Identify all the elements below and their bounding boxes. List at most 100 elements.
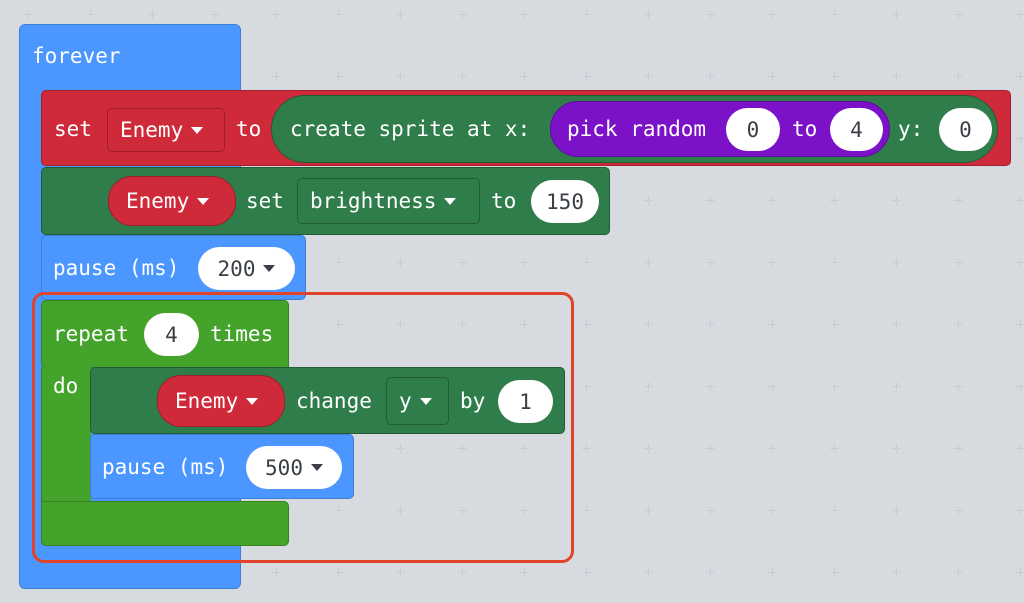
grid-plus-mark <box>272 10 281 19</box>
grid-plus-mark <box>830 10 839 19</box>
grid-plus-mark <box>458 258 467 267</box>
enemy-variable-reporter[interactable]: Enemy <box>157 375 285 427</box>
grid-plus-mark <box>396 444 405 453</box>
change-amount-input[interactable]: 1 <box>498 380 553 423</box>
grid-plus-mark <box>954 258 963 267</box>
grid-plus-mark <box>1016 258 1024 267</box>
grid-plus-mark <box>954 72 963 81</box>
to-label: to <box>491 189 517 213</box>
grid-plus-mark <box>768 506 777 515</box>
chevron-down-icon <box>263 265 276 272</box>
forever-label: forever <box>32 44 121 68</box>
chevron-down-icon <box>419 397 432 405</box>
grid-plus-mark <box>272 72 281 81</box>
grid-plus-mark <box>24 10 33 19</box>
grid-plus-mark <box>768 444 777 453</box>
grid-plus-mark <box>768 10 777 19</box>
grid-plus-mark <box>830 444 839 453</box>
create-sprite-label: create sprite at x: <box>290 117 531 141</box>
grid-plus-mark <box>458 568 467 577</box>
y-label: y: <box>898 117 924 141</box>
grid-plus-mark <box>1016 506 1024 515</box>
enemy-variable-reporter[interactable]: Enemy <box>108 176 236 226</box>
grid-plus-mark <box>1016 72 1024 81</box>
grid-plus-mark <box>520 568 529 577</box>
grid-plus-mark <box>644 10 653 19</box>
grid-plus-mark <box>396 568 405 577</box>
grid-plus-mark <box>892 382 901 391</box>
grid-plus-mark <box>1016 568 1024 577</box>
grid-plus-mark <box>644 258 653 267</box>
grid-plus-mark <box>706 444 715 453</box>
grid-plus-mark <box>582 72 591 81</box>
property-dropdown-y[interactable]: y <box>386 377 449 425</box>
chevron-down-icon <box>197 197 210 205</box>
grid-plus-mark <box>458 10 467 19</box>
property-dropdown-brightness[interactable]: brightness <box>297 178 480 224</box>
grid-plus-mark <box>706 382 715 391</box>
property-dropdown-label: y <box>399 389 412 413</box>
grid-plus-mark <box>582 258 591 267</box>
grid-plus-mark <box>520 444 529 453</box>
pick-random-to-label: to <box>792 117 818 141</box>
grid-plus-mark <box>1016 10 1024 19</box>
grid-plus-mark <box>334 258 343 267</box>
repeat-block-body <box>41 367 91 502</box>
highlight-annotation-box <box>32 292 574 563</box>
grid-plus-mark <box>1016 196 1024 205</box>
grid-plus-mark <box>582 320 591 329</box>
grid-plus-mark <box>892 10 901 19</box>
grid-plus-mark <box>706 72 715 81</box>
grid-plus-mark <box>396 506 405 515</box>
grid-plus-mark <box>892 258 901 267</box>
grid-plus-mark <box>706 196 715 205</box>
grid-plus-mark <box>644 72 653 81</box>
grid-plus-mark <box>396 10 405 19</box>
variable-dropdown-enemy[interactable]: Enemy <box>107 108 225 152</box>
grid-plus-mark <box>768 568 777 577</box>
grid-plus-mark <box>582 382 591 391</box>
change-label: change <box>296 389 372 413</box>
pick-random-min-input[interactable]: 0 <box>726 108 780 151</box>
grid-plus-mark <box>148 10 157 19</box>
pause-label: pause (ms) <box>102 455 229 479</box>
grid-plus-mark <box>706 258 715 267</box>
pause-duration-dropdown-500[interactable]: 500 <box>246 446 342 489</box>
grid-plus-mark <box>582 506 591 515</box>
grid-plus-mark <box>954 382 963 391</box>
y-coordinate-input[interactable]: 0 <box>939 108 992 151</box>
chevron-down-icon <box>310 464 323 471</box>
grid-plus-mark <box>334 506 343 515</box>
grid-plus-mark <box>830 382 839 391</box>
chevron-down-icon <box>246 397 259 405</box>
grid-plus-mark <box>706 568 715 577</box>
by-label: by <box>460 389 486 413</box>
grid-plus-mark <box>1016 444 1024 453</box>
grid-plus-mark <box>830 320 839 329</box>
grid-plus-mark <box>334 10 343 19</box>
grid-plus-mark <box>954 10 963 19</box>
pause-duration-value: 200 <box>217 256 256 281</box>
grid-plus-mark <box>644 506 653 515</box>
pick-random-max-input[interactable]: 4 <box>830 108 883 151</box>
brightness-value-input[interactable]: 150 <box>531 180 599 223</box>
grid-plus-mark <box>644 320 653 329</box>
grid-plus-mark <box>892 568 901 577</box>
grid-plus-mark <box>706 506 715 515</box>
repeat-count-input[interactable]: 4 <box>144 313 199 356</box>
grid-plus-mark <box>954 506 963 515</box>
grid-plus-mark <box>520 258 529 267</box>
grid-plus-mark <box>458 444 467 453</box>
grid-plus-mark <box>768 258 777 267</box>
grid-plus-mark <box>1016 320 1024 329</box>
pause-label: pause (ms) <box>53 256 180 280</box>
repeat-label: repeat <box>53 322 129 346</box>
grid-plus-mark <box>582 568 591 577</box>
grid-plus-mark <box>1016 134 1024 143</box>
grid-plus-mark <box>768 72 777 81</box>
enemy-variable-label: Enemy <box>126 189 190 213</box>
grid-plus-mark <box>520 72 529 81</box>
pause-duration-dropdown-200[interactable]: 200 <box>198 247 295 290</box>
grid-plus-mark <box>954 320 963 329</box>
grid-plus-mark <box>830 568 839 577</box>
